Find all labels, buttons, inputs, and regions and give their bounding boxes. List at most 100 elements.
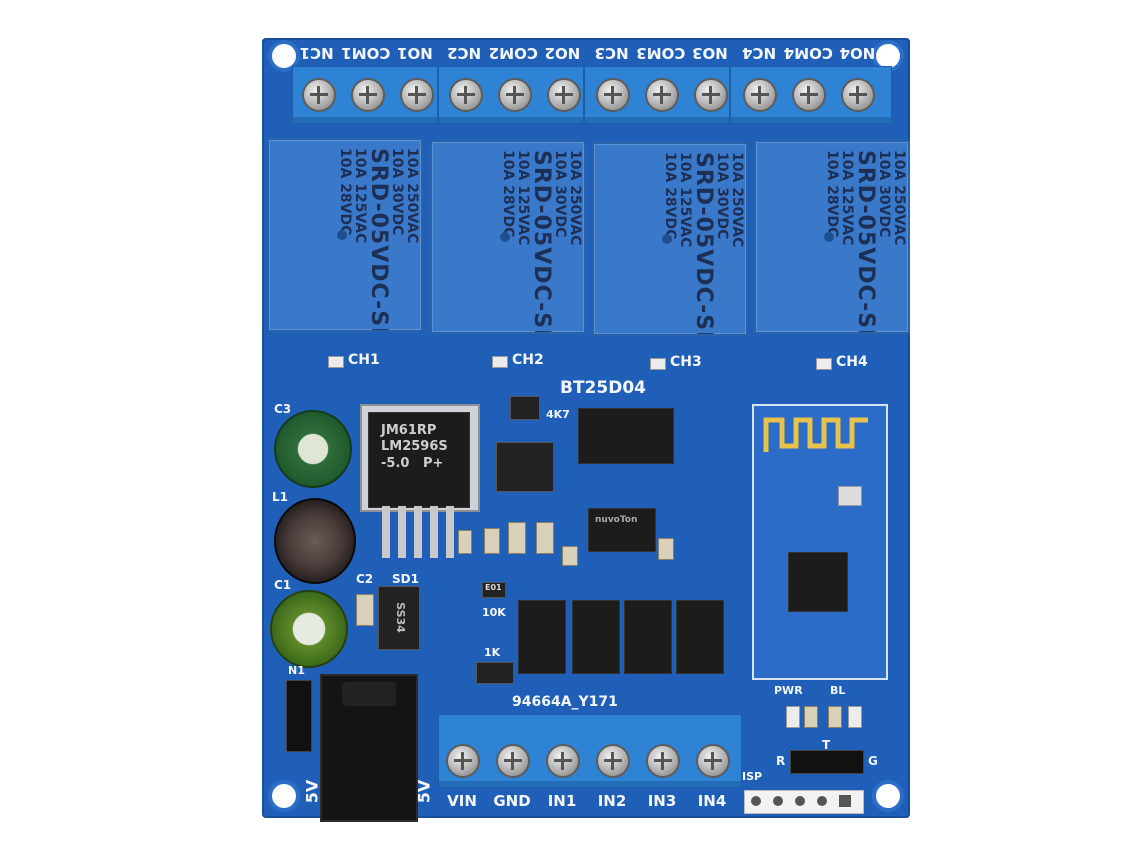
optocoupler-2: [572, 600, 620, 674]
terminal-screw[interactable]: [302, 78, 336, 112]
terminal-screw[interactable]: [743, 78, 777, 112]
ic-microcontroller: nuvoTon: [588, 508, 656, 552]
top-terminal-label: NO4: [839, 44, 876, 62]
regulator-line: JM61RP: [381, 423, 437, 438]
resistor-smd: [828, 706, 842, 728]
ic-marking: nuvoTon: [595, 515, 638, 525]
relay-rating: 10A 250VAC: [404, 148, 420, 244]
capacitor-c1: [270, 590, 348, 668]
crystal: [838, 486, 862, 506]
c3-label: C3: [274, 402, 292, 416]
terminal-screw[interactable]: [400, 78, 434, 112]
terminal-screw[interactable]: [841, 78, 875, 112]
board-model-label: BT25D04: [560, 378, 646, 398]
input-terminal-screw[interactable]: [596, 744, 630, 778]
resistor-marking: E01: [485, 583, 502, 592]
optocoupler-4: [676, 600, 724, 674]
input-terminal-screw[interactable]: [546, 744, 580, 778]
bluetooth-module: [752, 404, 888, 680]
relay-dot: [824, 232, 834, 242]
relay-rating: 10A 30VDC: [876, 150, 893, 238]
bluetooth-chip: [788, 552, 848, 612]
ldo-regulator: [496, 442, 554, 492]
relay-rating: 10A 250VAC: [891, 150, 907, 246]
input-terminal-screw[interactable]: [646, 744, 680, 778]
header-n1[interactable]: [286, 680, 312, 752]
c2-label: C2: [356, 572, 374, 586]
relay-2: 10A 250VAC 10A 30VDC SRD-05VDC-SL-C 10A …: [430, 140, 586, 334]
relay-model: SRD-05VDC-SL-C: [365, 148, 391, 332]
capacitor-smd: [484, 528, 500, 554]
terminal-screw[interactable]: [645, 78, 679, 112]
mounting-hole-bottom-left: [272, 784, 296, 808]
input-terminal-label: IN1: [547, 792, 577, 810]
ch2-label: CH2: [512, 352, 544, 368]
relay-dot: [662, 234, 672, 244]
mounting-hole-top-left: [272, 44, 296, 68]
r-10k-label: 10K: [482, 606, 506, 619]
relay-rating: 10A 30VDC: [389, 148, 406, 236]
terminal-screw[interactable]: [596, 78, 630, 112]
relay-2-marking: 10A 250VAC 10A 30VDC SRD-05VDC-SL-C 10A …: [499, 150, 583, 334]
relay-model: SRD-05VDC-SL-C: [528, 150, 554, 334]
input-terminal-label: IN4: [697, 792, 727, 810]
capacitor-smd: [536, 522, 554, 554]
terminal-screw[interactable]: [547, 78, 581, 112]
relay-model: SRD-05VDC-SL-C: [690, 152, 716, 336]
relay-model: SRD-05VDC-SL-C: [852, 150, 878, 334]
top-terminal-label: COM3: [636, 44, 686, 62]
ch3-label: CH3: [670, 354, 702, 370]
relay-rating: 10A 28VDC: [661, 152, 678, 240]
terminal-screw[interactable]: [792, 78, 826, 112]
relay-3-marking: 10A 250VAC 10A 30VDC SRD-05VDC-SL-C 10A …: [661, 152, 745, 336]
terminal-screw[interactable]: [351, 78, 385, 112]
transistor-q1: [510, 396, 540, 420]
input-terminal-screw[interactable]: [696, 744, 730, 778]
n1-label: N1: [288, 664, 305, 677]
relay-dot: [337, 230, 347, 240]
relay-1: 10A 250VAC 10A 30VDC SRD-05VDC-SL-C 10A …: [267, 138, 423, 332]
terminal-screw[interactable]: [694, 78, 728, 112]
pwr-led: [786, 706, 800, 728]
top-terminal-label: COM1: [341, 44, 391, 62]
mounting-hole-bottom-right: [876, 784, 900, 808]
ic-shift-register: [578, 408, 674, 464]
ch2-led: [492, 356, 508, 368]
ch3-led: [650, 358, 666, 370]
input-terminal-screw[interactable]: [446, 744, 480, 778]
isp-pads[interactable]: [744, 790, 864, 814]
sd1-label: SD1: [392, 572, 419, 586]
capacitor-smd: [562, 546, 578, 566]
capacitor-c3: [274, 410, 352, 488]
terminal-screw[interactable]: [498, 78, 532, 112]
regulator-line: -5.0: [381, 455, 410, 471]
dc-power-jack[interactable]: [320, 674, 418, 822]
relay-4: 10A 250VAC 10A 30VDC SRD-05VDC-SL-C 10A …: [754, 140, 910, 334]
ch4-led: [816, 358, 832, 370]
relay-rating: 10A 125VAC: [676, 152, 693, 248]
input-terminal-screw[interactable]: [496, 744, 530, 778]
inductor-l1: [274, 498, 356, 584]
regulator-marking: JM61RP LM2596S -5.0 P+: [381, 423, 448, 472]
t-pin-label: T: [822, 738, 831, 752]
resistor-e01: E01: [482, 582, 506, 598]
relay-rating: 10A 28VDC: [336, 148, 353, 236]
board-code-label: 94664A_Y171: [512, 694, 618, 710]
uart-header[interactable]: [790, 750, 864, 774]
ch1-led: [328, 356, 344, 368]
regulator-pins: [378, 506, 458, 562]
bl-label: BL: [830, 684, 846, 697]
r-1k-label: 1K: [484, 646, 501, 659]
input-terminal-label: VIN: [447, 792, 477, 810]
input-terminal-label: IN2: [597, 792, 627, 810]
relay-rating: 10A 250VAC: [567, 150, 583, 246]
diode-sd1: SS34: [378, 586, 420, 650]
r-4k7-label: 4K7: [546, 408, 570, 421]
top-terminal-label: COM4: [783, 44, 833, 62]
terminal-screw[interactable]: [449, 78, 483, 112]
relay-rating: 10A 28VDC: [499, 150, 516, 238]
isp-label: ISP: [742, 770, 763, 783]
regulator-line: LM2596S: [381, 439, 448, 455]
